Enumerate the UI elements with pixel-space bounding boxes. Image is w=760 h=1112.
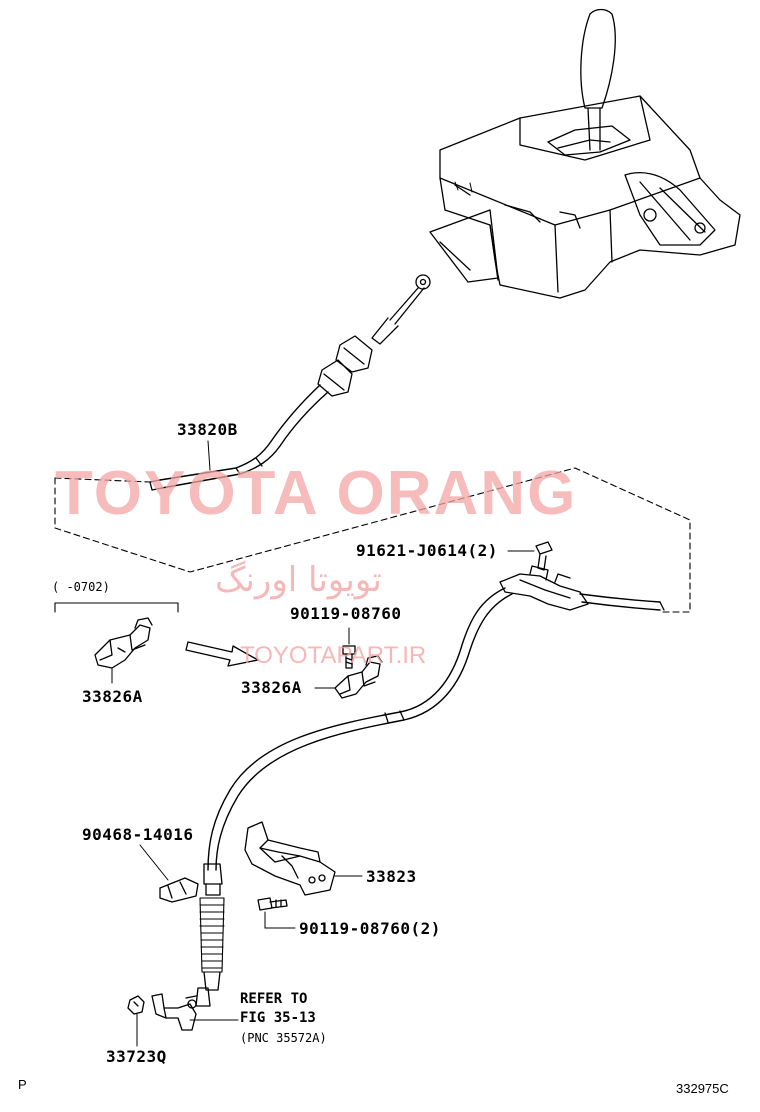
cable-boot <box>335 335 373 373</box>
bolt-lower <box>257 897 296 929</box>
bolt-mid <box>342 627 356 669</box>
refer-note-line2: FIG 35-13 <box>240 1010 316 1026</box>
retainer-clip <box>139 844 199 903</box>
label-retainer: 90468-14016 <box>82 825 194 844</box>
nut <box>127 995 145 1047</box>
cable-bracket-left <box>94 617 153 684</box>
watermark-brand: TOYOTA ORANG <box>55 459 578 528</box>
label-bolt-lower: 90119-08760(2) <box>299 919 441 938</box>
label-nut: 33723Q <box>106 1047 167 1066</box>
footer-figure-code: 332975C <box>676 1081 729 1096</box>
bolt-top <box>507 541 553 571</box>
lower-bracket <box>244 821 363 896</box>
label-bolt-top: 91621-J0614(2) <box>356 541 498 560</box>
date-range-bracket <box>54 602 179 613</box>
footer-left-mark: P <box>18 1077 27 1092</box>
watermark-brand-fa: تویوتا اورنگ <box>215 560 382 600</box>
label-cable-assy: 33820B <box>177 420 238 439</box>
cable-end-bracket <box>499 573 589 611</box>
refer-note-line3: (PNC 35572A) <box>240 1031 327 1045</box>
label-bracket-right: 33826A <box>241 678 302 697</box>
refer-note-line1: REFER TO <box>240 991 308 1007</box>
cable-bracket-right <box>314 655 383 699</box>
label-date-range: ( -0702) <box>52 580 110 594</box>
transmission-control-cable <box>149 274 431 491</box>
shift-lever-assembly <box>429 8 741 299</box>
watermark-site: TOYOTAPART.IR <box>240 642 427 669</box>
label-bolt-mid: 90119-08760 <box>290 604 402 623</box>
lower-control-cable <box>185 565 665 1009</box>
shift-knob <box>580 8 616 109</box>
label-bracket-lower: 33823 <box>366 867 417 886</box>
label-bracket-left: 33826A <box>82 687 143 706</box>
direction-arrow <box>185 641 259 667</box>
reference-enclosure <box>54 467 691 613</box>
shift-end-bracket <box>151 993 239 1031</box>
